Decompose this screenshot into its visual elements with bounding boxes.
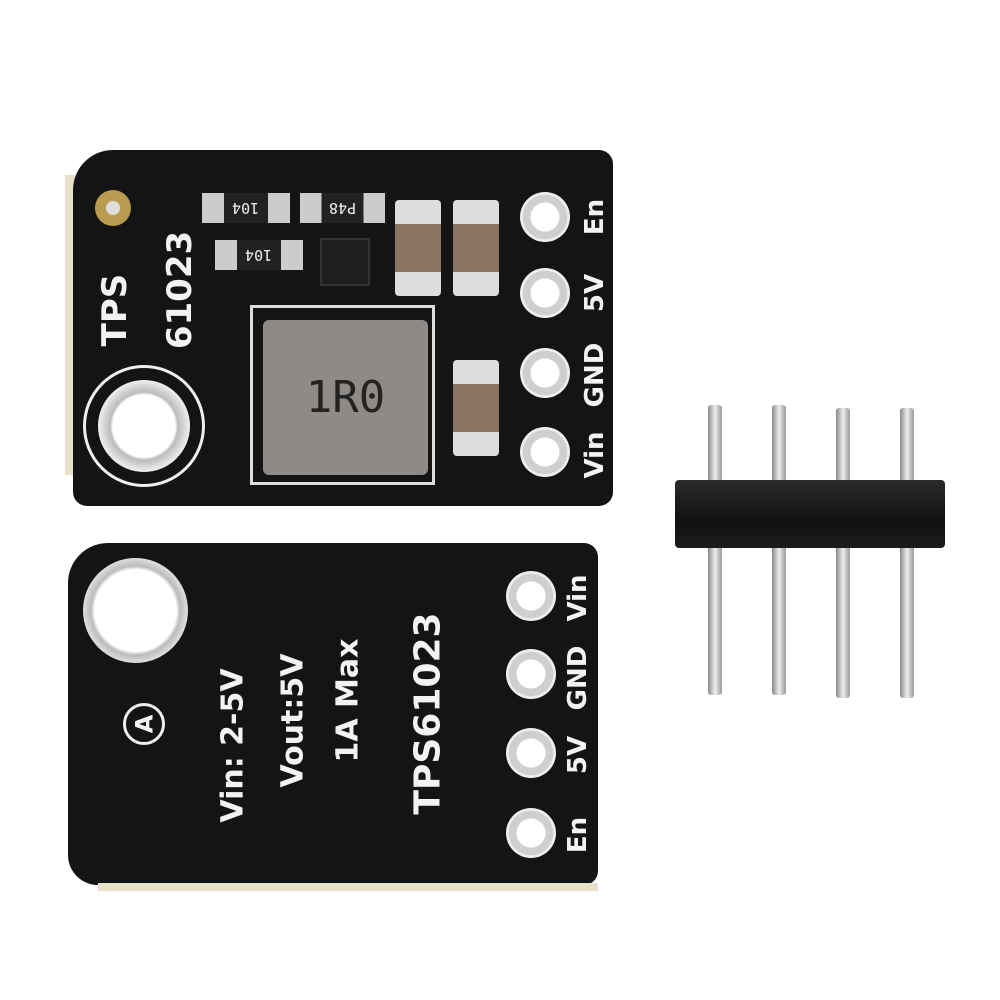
resistor: P48 bbox=[300, 193, 385, 223]
pin-pad-gnd bbox=[506, 649, 556, 699]
resistor: 104 bbox=[215, 240, 303, 270]
mount-dot bbox=[95, 190, 131, 226]
inductor: 1R0 bbox=[263, 320, 428, 475]
inductor-outline bbox=[250, 305, 435, 485]
header-pin bbox=[772, 405, 786, 695]
header-plastic bbox=[675, 480, 945, 548]
header-pin bbox=[836, 408, 850, 698]
capacitor bbox=[395, 200, 441, 296]
mounting-hole bbox=[83, 558, 188, 663]
chip-label-1: TPS bbox=[95, 273, 135, 347]
resistor: 104 bbox=[202, 193, 290, 223]
pin-label-en: En bbox=[580, 198, 610, 236]
pin-pad-vin bbox=[506, 571, 556, 621]
spec-current: 1A Max bbox=[330, 638, 366, 763]
pin-pad-vin bbox=[520, 427, 570, 477]
spec-vout: Vout:5V bbox=[275, 653, 311, 788]
header-pin bbox=[708, 405, 722, 695]
logo-circle: A bbox=[123, 703, 165, 745]
chip-label-2: 61023 bbox=[160, 230, 200, 350]
top-board: TPS 61023 104 P48 104 1R0 En 5V GND Vin bbox=[65, 150, 613, 506]
pin-header bbox=[670, 400, 950, 700]
pin-label-gnd: GND bbox=[580, 342, 610, 408]
pin-label-vin: Vin bbox=[580, 431, 610, 479]
board-edge bbox=[98, 883, 598, 891]
pin-label-gnd: GND bbox=[563, 645, 593, 711]
pin-pad-en bbox=[506, 808, 556, 858]
pin-pad-5v bbox=[520, 268, 570, 318]
mounting-hole bbox=[83, 365, 205, 487]
capacitor bbox=[453, 360, 499, 456]
pin-pad-gnd bbox=[520, 348, 570, 398]
pin-pad-en bbox=[520, 192, 570, 242]
bottom-board: A Vin: 2-5V Vout:5V 1A Max TPS61023 Vin … bbox=[68, 543, 598, 891]
capacitor bbox=[453, 200, 499, 296]
header-pin bbox=[900, 408, 914, 698]
pin-label-vin: Vin bbox=[563, 574, 593, 622]
pin-label-5v: 5V bbox=[563, 735, 593, 775]
spec-vin: Vin: 2-5V bbox=[215, 668, 251, 823]
pin-pad-5v bbox=[506, 728, 556, 778]
ic-chip bbox=[320, 238, 370, 286]
pin-label-en: En bbox=[563, 816, 593, 854]
spec-chip: TPS61023 bbox=[407, 612, 449, 815]
pin-label-5v: 5V bbox=[580, 273, 610, 313]
